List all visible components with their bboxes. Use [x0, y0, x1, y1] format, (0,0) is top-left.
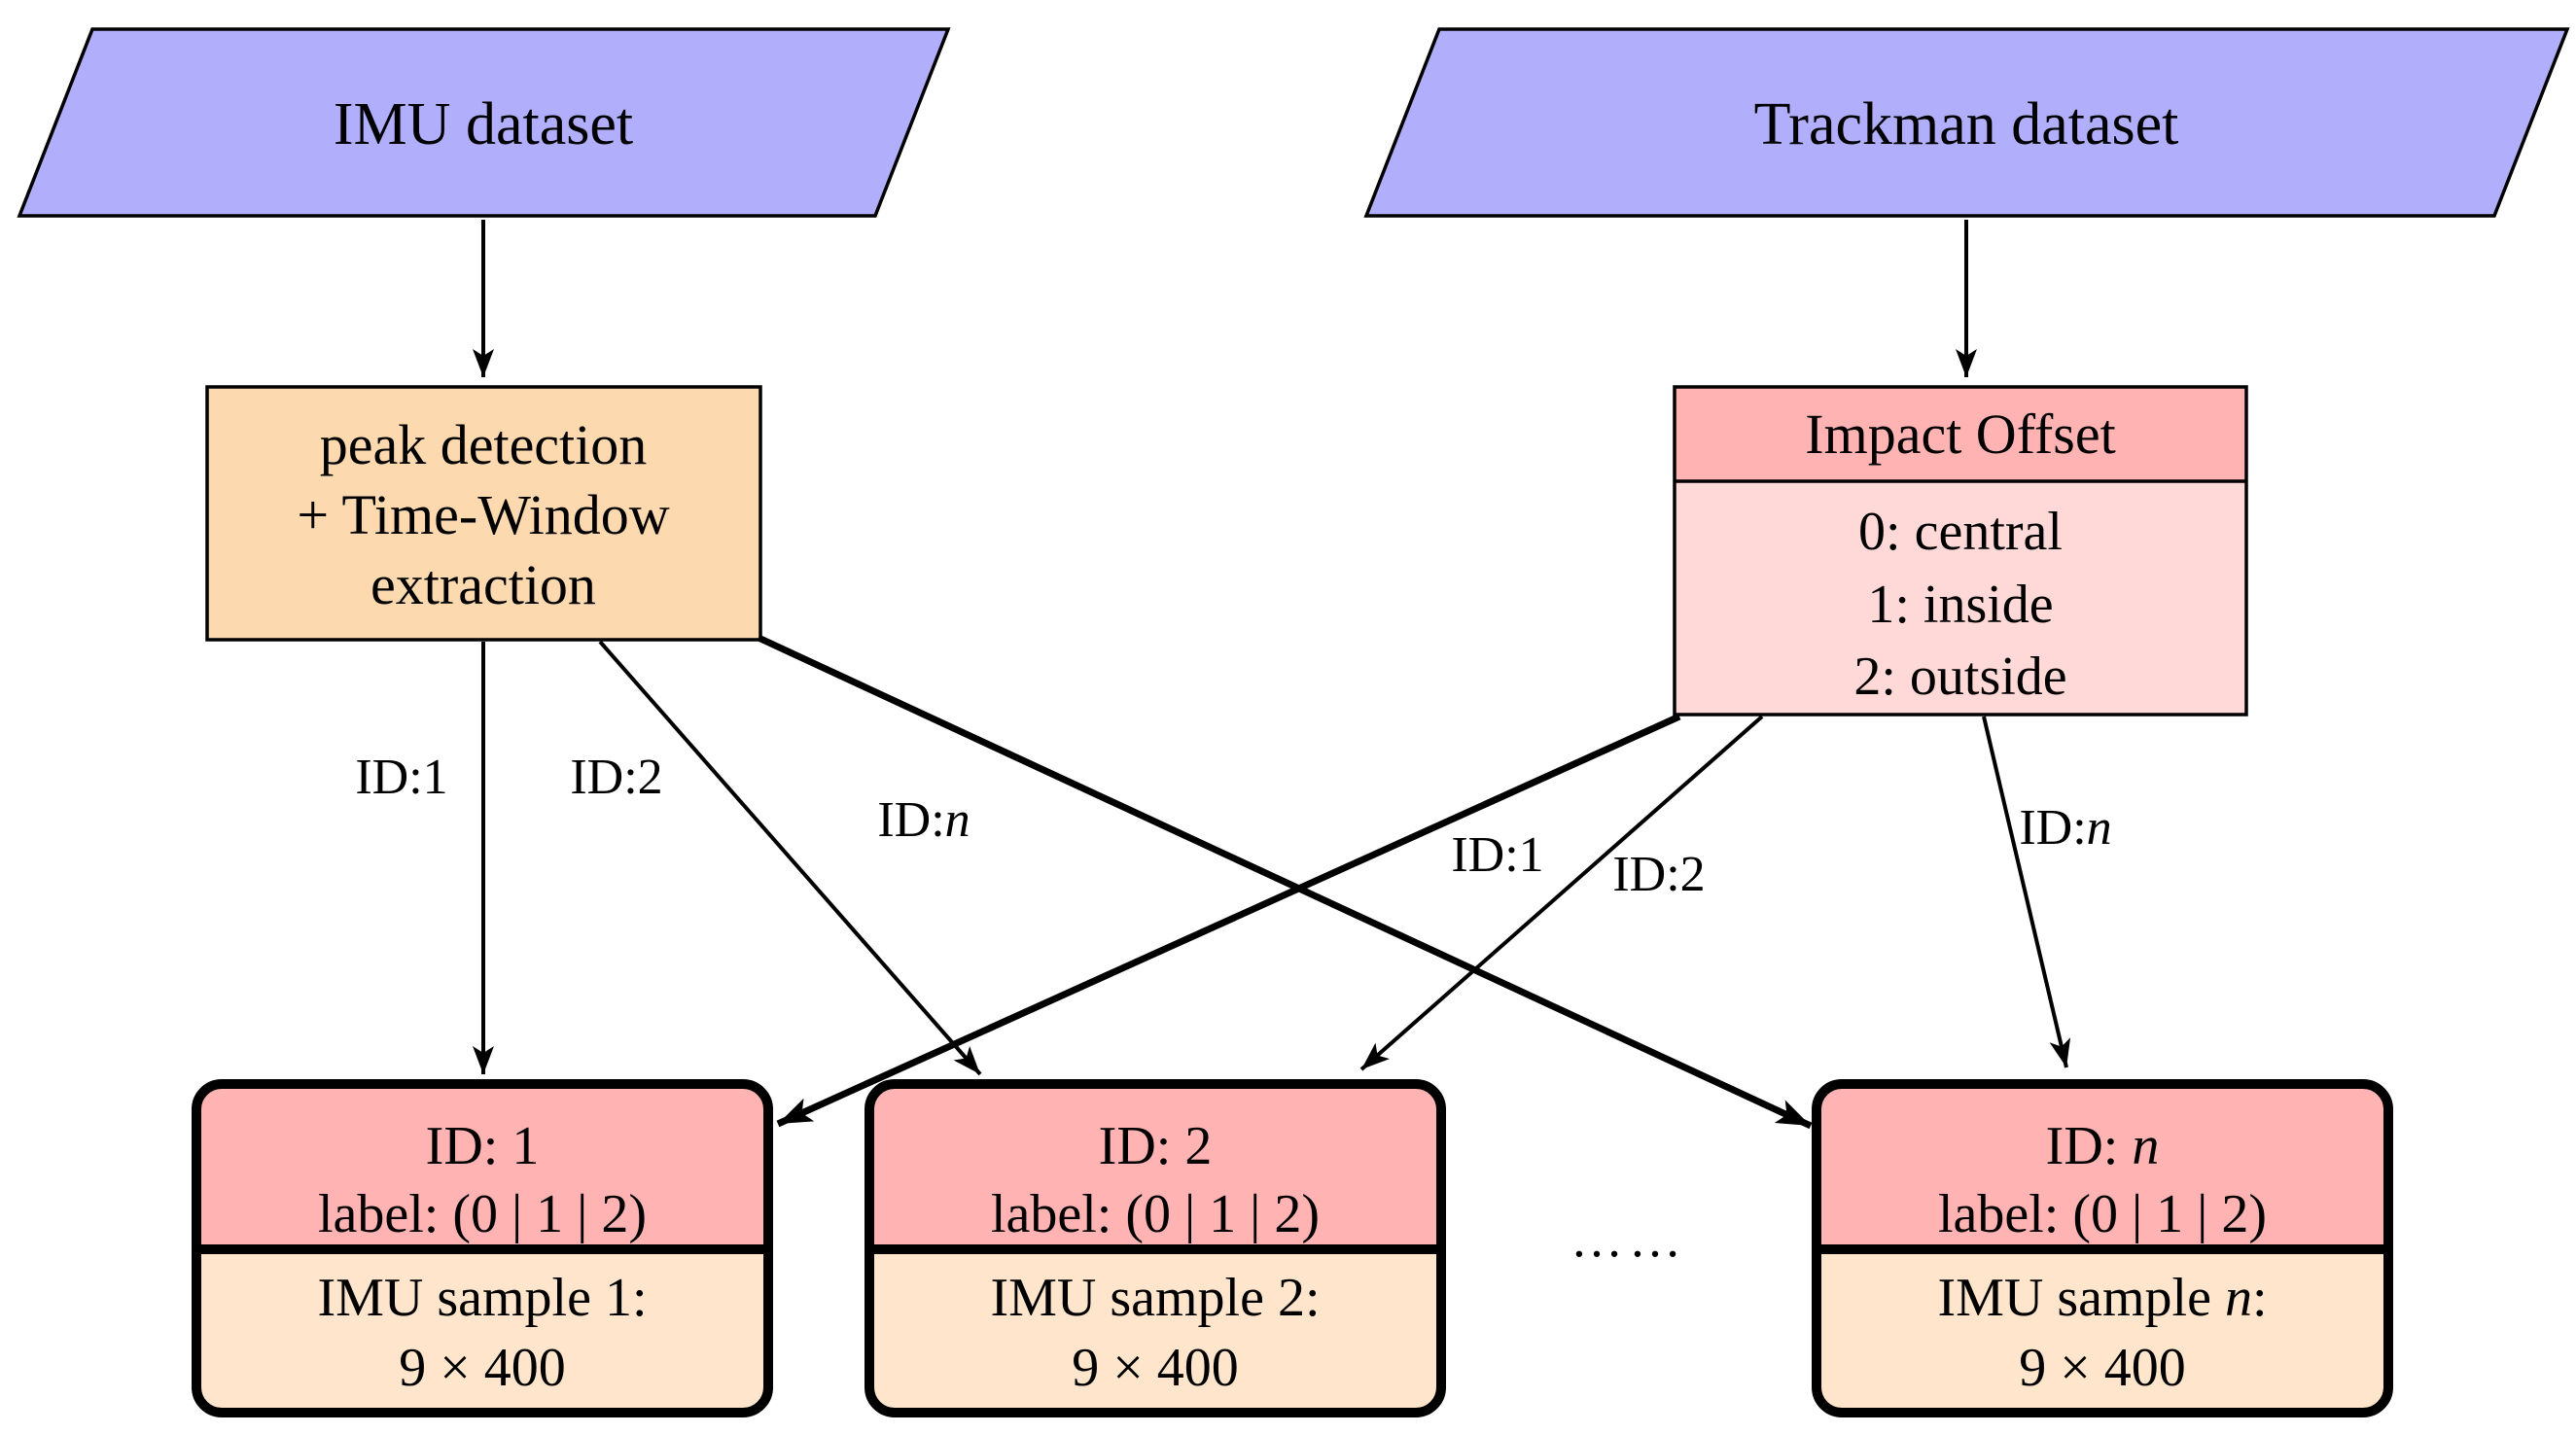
- impact-offset-row-1: 1: inside: [1867, 575, 2053, 635]
- sample-1-border: [192, 1079, 773, 1417]
- sample-n-id: ID: n: [2046, 1116, 2160, 1176]
- impact-offset-header-bg: [1675, 387, 2246, 481]
- sample-2-size: 9 × 400: [1072, 1338, 1239, 1398]
- extraction-line-3: extraction: [371, 553, 596, 616]
- impact-offset-row-2: 2: outside: [1853, 647, 2066, 707]
- imu-dataset-label: IMU dataset: [334, 91, 633, 157]
- sample-n-body: IMU sample n:: [1937, 1268, 2267, 1328]
- edge-label-left-id1: ID:1: [355, 750, 447, 805]
- sample-n-card: ID: n label: (0 | 1 | 2) IMU sample n: 9…: [1812, 1079, 2393, 1417]
- impact-offset-node: Impact Offset 0: central 1: inside 2: ou…: [1673, 385, 2248, 717]
- sample-2-body-bg: [869, 1249, 1441, 1413]
- edge-label-right-idn: ID:n: [2019, 800, 2111, 856]
- edge-impact-to-samplen: [1982, 716, 2071, 1068]
- extraction-shape: [205, 385, 762, 642]
- edge-impact-to-sample1: [776, 713, 1681, 1128]
- imu-dataset-shape: [17, 27, 951, 218]
- impact-offset-body-bg: [1675, 481, 2246, 715]
- impact-offset-title: Impact Offset: [1805, 402, 2115, 466]
- sample-2-id: ID: 2: [1099, 1116, 1213, 1176]
- sample-n-header-bg: [1817, 1084, 2388, 1249]
- sample-n-border: [1812, 1079, 2393, 1417]
- sample-1-header-bg: [196, 1084, 768, 1249]
- sample-1-size: 9 × 400: [399, 1338, 566, 1398]
- sample-n-body-bg: [1817, 1249, 2388, 1413]
- sample-1-body: IMU sample 1:: [317, 1268, 647, 1328]
- imu-dataset-node: IMU dataset: [17, 27, 951, 218]
- sample-2-card: ID: 2 label: (0 | 1 | 2) IMU sample 2: 9…: [865, 1079, 1446, 1417]
- sample-2-label: label: (0 | 1 | 2): [991, 1184, 1320, 1244]
- sample-1-card: ID: 1 label: (0 | 1 | 2) IMU sample 1: 9…: [192, 1079, 773, 1417]
- sample-2-header-bg: [869, 1084, 1441, 1249]
- extraction-line-1: peak detection: [320, 413, 648, 476]
- sample-1-body-bg: [196, 1249, 768, 1413]
- edge-extraction-to-samplen: [757, 634, 1813, 1130]
- edge-extraction-to-sample2: [598, 640, 982, 1076]
- edge-label-left-id2: ID:2: [570, 750, 662, 805]
- edge-label-right-id1: ID:1: [1451, 827, 1543, 883]
- trackman-dataset-shape: [1363, 27, 2570, 218]
- trackman-dataset-label: Trackman dataset: [1754, 91, 2179, 157]
- extraction-node: peak detection + Time-Window extraction: [205, 385, 762, 642]
- sample-2-body: IMU sample 2:: [990, 1268, 1320, 1328]
- sample-n-label: label: (0 | 1 | 2): [1938, 1184, 2267, 1244]
- sample-n-size: 9 × 400: [2019, 1338, 2186, 1398]
- edge-impact-to-sample2: [1359, 715, 1764, 1071]
- sample-1-id: ID: 1: [426, 1116, 540, 1176]
- extraction-line-2: + Time-Window: [297, 483, 669, 546]
- sample-2-border: [865, 1079, 1446, 1417]
- sample-1-label: label: (0 | 1 | 2): [318, 1184, 647, 1244]
- impact-offset-row-0: 0: central: [1858, 502, 2063, 562]
- edge-label-left-idn: ID:n: [877, 792, 970, 848]
- impact-offset-border: [1673, 385, 2248, 717]
- edge-label-right-id2: ID:2: [1612, 847, 1705, 902]
- trackman-dataset-node: Trackman dataset: [1363, 27, 2570, 218]
- ellipsis-dots: ……: [1570, 1209, 1687, 1268]
